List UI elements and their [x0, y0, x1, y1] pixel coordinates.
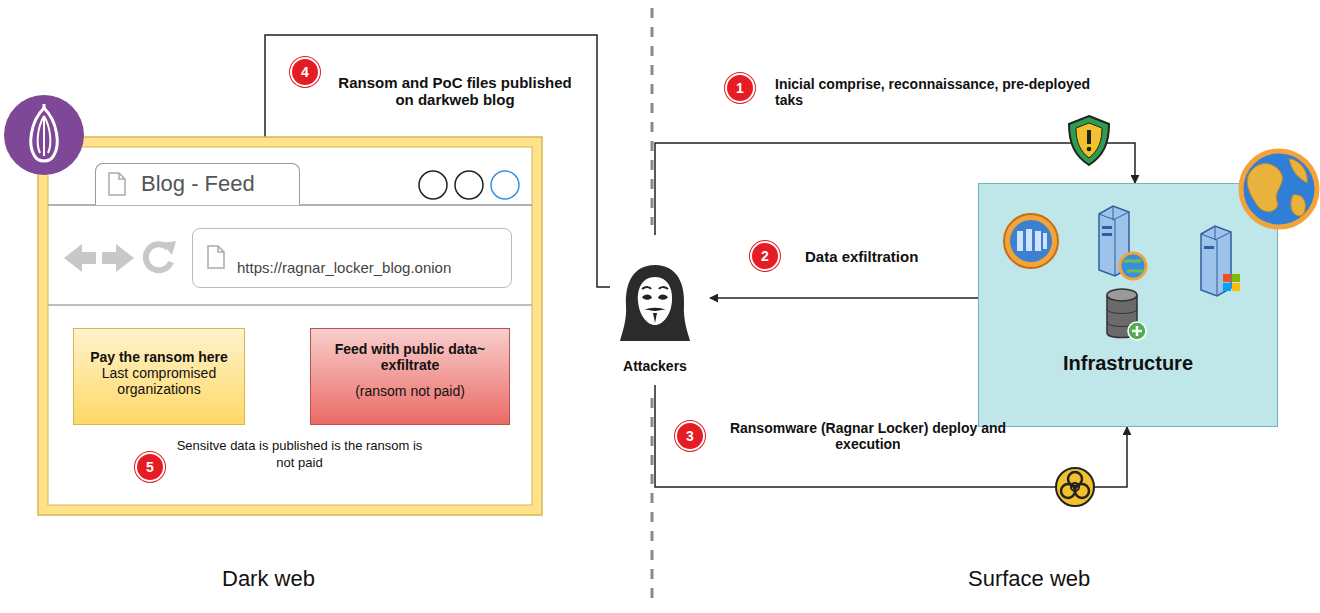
node-title: Attackers: [621, 358, 689, 374]
attacker-actor: Attackers: [610, 235, 700, 385]
node-body: Last compromised organizations: [80, 365, 238, 397]
reload-icon: [162, 241, 176, 255]
node-body: (ransom not paid): [317, 383, 503, 399]
globe-icon: [1241, 151, 1317, 227]
browser-frame-outline: [38, 137, 542, 515]
region-title: Dark web: [222, 566, 315, 592]
flow-connector: [710, 297, 978, 299]
window-button: [455, 171, 483, 199]
hacker-icon: [620, 263, 690, 343]
edge-label: Sensitve data is published is the ransom…: [172, 437, 427, 471]
callout-number: 1: [725, 73, 755, 103]
node-title: Infrastructure: [985, 352, 1271, 375]
url-bar: https://ragnar_locker_blog.onion: [192, 228, 512, 288]
leak-feed-box: Feed with public data~ exfiltrate (ransom…: [310, 328, 510, 425]
divider-line: [651, 8, 654, 225]
toolbar-line: [48, 304, 532, 306]
window-button: [491, 171, 519, 199]
biohazard-icon: [1056, 468, 1094, 506]
tor-onion: [38, 116, 51, 156]
browser-frame-inner: [48, 147, 532, 505]
forward-arrow: [102, 244, 134, 272]
ransom-box: Pay the ransom hereLast compromised orga…: [73, 328, 245, 425]
callout-number: 5: [135, 452, 165, 482]
shield-icon: [1069, 116, 1109, 165]
tor-onion: [31, 108, 57, 161]
callout-number: 4: [290, 57, 320, 87]
region-title: Surface web: [968, 566, 1090, 592]
node-title: Pay the ransom here: [80, 349, 238, 365]
divider-line: [651, 398, 654, 600]
edge-label: Ransom and PoC files published on darkwe…: [335, 74, 575, 108]
browser-frame: [43, 142, 537, 510]
window-button: [419, 171, 447, 199]
browser-tab: Blog - Feed: [95, 163, 300, 205]
edge-label: Ransomware (Ragnar Locker) deploy and ex…: [718, 420, 1018, 452]
edge-label: Data exfiltration: [805, 248, 975, 265]
infrastructure-box: Infrastructure: [978, 183, 1278, 427]
edge-label: Inicial comprise, reconnaissance, pre-de…: [775, 76, 1115, 108]
tor-logo: [4, 95, 84, 175]
tor-onion: [43, 104, 46, 110]
node-title: https://ragnar_locker_blog.onion: [237, 259, 505, 276]
back-arrow: [64, 244, 96, 272]
callout-number: 3: [675, 421, 705, 451]
node-title: Feed with public data~ exfiltrate: [317, 341, 503, 373]
callout-number: 2: [750, 241, 780, 271]
infrastructure-icons: [979, 184, 1319, 424]
node-title: Blog - Feed: [141, 171, 289, 197]
